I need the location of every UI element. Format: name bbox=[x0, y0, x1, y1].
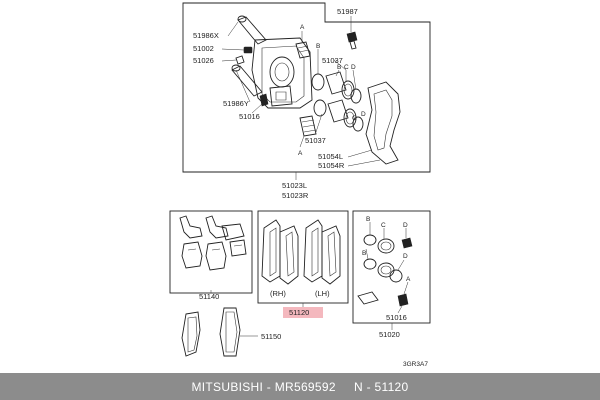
label-51120: 51120 bbox=[289, 308, 309, 317]
seal-kit-box bbox=[352, 210, 431, 324]
callout-a-kit: A bbox=[406, 276, 411, 283]
label-rh: (RH) bbox=[270, 289, 286, 298]
label-51016-kit: 51016 bbox=[386, 313, 407, 322]
piston-seal-set-upper bbox=[311, 71, 362, 104]
boot-upper bbox=[295, 41, 311, 59]
callout-b-kit-1: B bbox=[366, 216, 370, 223]
callout-c-upper: C bbox=[344, 64, 349, 71]
label-lh: (LH) bbox=[315, 289, 330, 298]
callout-d-upper: D bbox=[351, 64, 356, 71]
label-51037-upper: 51037 bbox=[322, 56, 343, 65]
highlight-51120 bbox=[283, 307, 323, 318]
parts-diagram: 51986X 51002 51026 51986Y 51016 51987 51… bbox=[169, 2, 431, 368]
callout-c-kit-1: C bbox=[381, 222, 386, 229]
footer-text: MITSUBISHI - MR569592 N - 51120 bbox=[191, 379, 409, 394]
label-51026: 51026 bbox=[193, 56, 214, 65]
diagram-code: 3GR3A7 bbox=[403, 361, 428, 368]
brake-pads-lh bbox=[303, 219, 341, 285]
callout-b-mid: B bbox=[337, 64, 341, 71]
callout-c-lower: C bbox=[352, 115, 357, 122]
guide-pin-lower bbox=[231, 64, 263, 97]
label-51987: 51987 bbox=[337, 7, 358, 16]
label-51020: 51020 bbox=[379, 330, 400, 339]
label-51023r: 51023R bbox=[282, 191, 309, 200]
callout-b-upper: B bbox=[316, 43, 320, 50]
label-51986y: 51986Y bbox=[223, 99, 249, 108]
label-51054r: 51054R bbox=[318, 161, 345, 170]
callout-d-lower: D bbox=[361, 111, 366, 118]
part-number-footer: MITSUBISHI - MR569592 N - 51120 bbox=[0, 373, 600, 400]
guide-pin-upper bbox=[237, 15, 267, 45]
seal-kit-parts bbox=[357, 234, 413, 307]
boot-lower bbox=[299, 115, 317, 137]
bolt-51987 bbox=[346, 31, 358, 50]
label-51054l: 51054L bbox=[318, 152, 343, 161]
callout-a-lower: A bbox=[298, 150, 303, 157]
bushing-51026 bbox=[235, 55, 245, 65]
bolt-51002 bbox=[243, 46, 253, 54]
label-51002: 51002 bbox=[193, 44, 214, 53]
bleeder-screw bbox=[259, 93, 269, 107]
label-51037-lower: 51037 bbox=[305, 136, 326, 145]
pad-wear-plates bbox=[181, 307, 241, 357]
label-51023l: 51023L bbox=[282, 181, 307, 190]
callout-b-kit-2: B bbox=[362, 250, 366, 257]
leader-lines-caliper bbox=[221, 16, 381, 180]
label-51140: 51140 bbox=[199, 292, 219, 301]
brake-pads-rh bbox=[261, 219, 299, 285]
callout-d-kit-2: D bbox=[403, 253, 408, 260]
anti-squeal-shims bbox=[179, 215, 247, 271]
caliper-support-bracket bbox=[365, 81, 401, 165]
leader-lines-seal-kit bbox=[365, 222, 409, 330]
caliper-assembly-box bbox=[182, 2, 431, 173]
callout-d-kit-1: D bbox=[403, 222, 408, 229]
label-51016-caliper: 51016 bbox=[239, 112, 260, 121]
label-51986x: 51986X bbox=[193, 31, 219, 40]
piston-seal-set-lower bbox=[313, 99, 364, 132]
label-51150: 51150 bbox=[261, 332, 281, 341]
callout-a-upper: A bbox=[300, 24, 305, 31]
